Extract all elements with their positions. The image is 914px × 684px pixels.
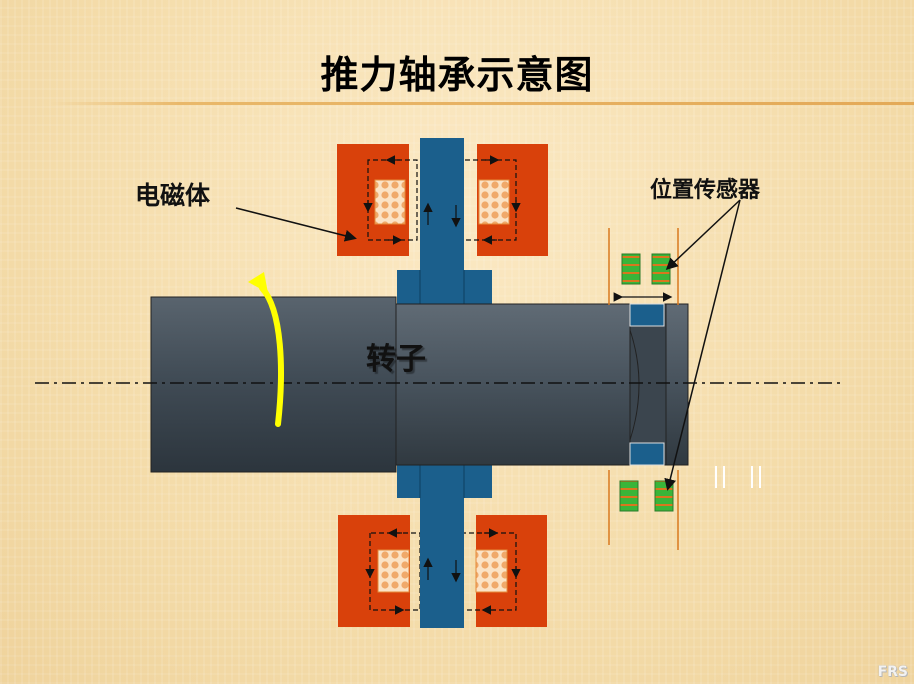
leader-lines: [235, 199, 741, 491]
rotation-arrow: [248, 272, 284, 427]
corner-logo: FRS: [877, 664, 908, 680]
electromagnet-upper: [337, 144, 548, 256]
rotor-label: 转子: [366, 342, 426, 377]
electromagnet-label: 电磁体: [135, 181, 211, 210]
title-underline: [50, 102, 914, 105]
slide-title: 推力轴承示意图: [320, 53, 594, 97]
electromagnet-lower: [338, 515, 547, 627]
position-sensor-upper: [608, 228, 679, 305]
position-sensor-label: 位置传感器: [650, 177, 761, 203]
position-sensor-lower: [608, 466, 761, 550]
rotor-shaft: [150, 296, 689, 473]
